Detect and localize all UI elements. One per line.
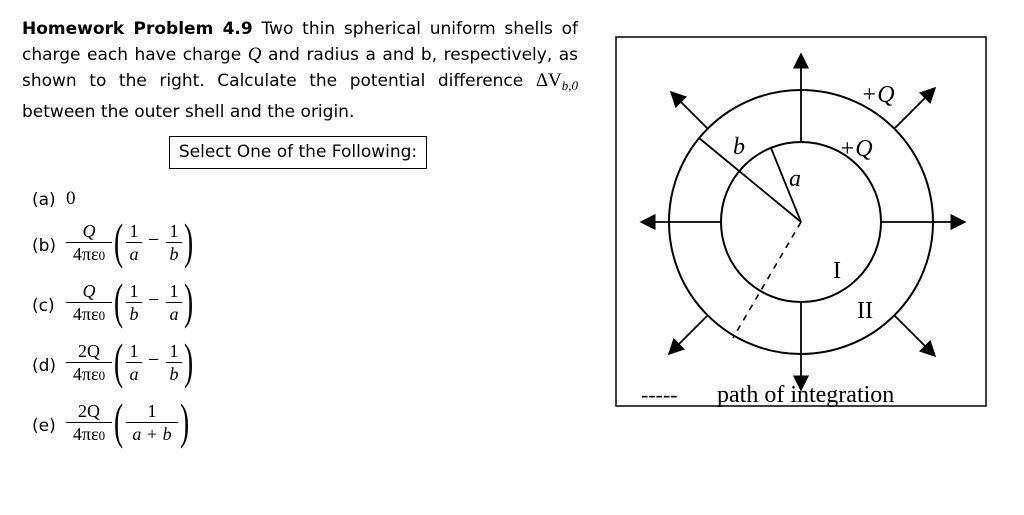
- problem-title: Homework Problem 4.9: [22, 19, 253, 39]
- choice-label: (e): [32, 416, 56, 436]
- field-arrow-up-right: [893, 86, 937, 130]
- field-arrow-down-right: [893, 314, 937, 358]
- choice-label: (a): [32, 190, 56, 210]
- choice-label: (c): [32, 296, 55, 316]
- region-1-label: I: [833, 258, 841, 284]
- select-prompt: Select One of the Following:: [169, 136, 427, 169]
- integration-path: [732, 221, 802, 339]
- label-a: a: [789, 166, 801, 192]
- field-arrow-up-left: [669, 90, 709, 130]
- symbol-q: Q: [247, 44, 262, 65]
- problem-text-3: between the outer shell and the origin.: [22, 102, 355, 122]
- choice-label: (d): [32, 356, 57, 376]
- radius-a: [770, 147, 802, 223]
- shells-diagram: b a +Q +Q I II ----- path of integration: [615, 36, 987, 408]
- legend-text: path of integration: [717, 382, 894, 408]
- problem-text-2: and radius a and b, respectively, as sho…: [22, 45, 579, 91]
- label-b: b: [733, 134, 745, 160]
- inner-charge-label: +Q: [839, 136, 873, 162]
- legend-dashes: -----: [641, 382, 678, 407]
- delta-v: ΔV: [535, 70, 562, 91]
- diagram-frame: [615, 36, 987, 407]
- radius-b: [698, 137, 802, 223]
- problem-text-1: Two thin spherical uniform shells of cha…: [22, 19, 578, 65]
- delta-v-subscript: b,0: [561, 78, 579, 93]
- region-2-label: II: [857, 298, 873, 324]
- choice-label: (b): [32, 236, 57, 256]
- problem-statement: Homework Problem 4.9 Two thin spherical …: [22, 16, 578, 125]
- field-arrow-down-left: [667, 314, 709, 356]
- outer-charge-label: +Q: [861, 82, 895, 108]
- choice-value: 0: [66, 188, 76, 209]
